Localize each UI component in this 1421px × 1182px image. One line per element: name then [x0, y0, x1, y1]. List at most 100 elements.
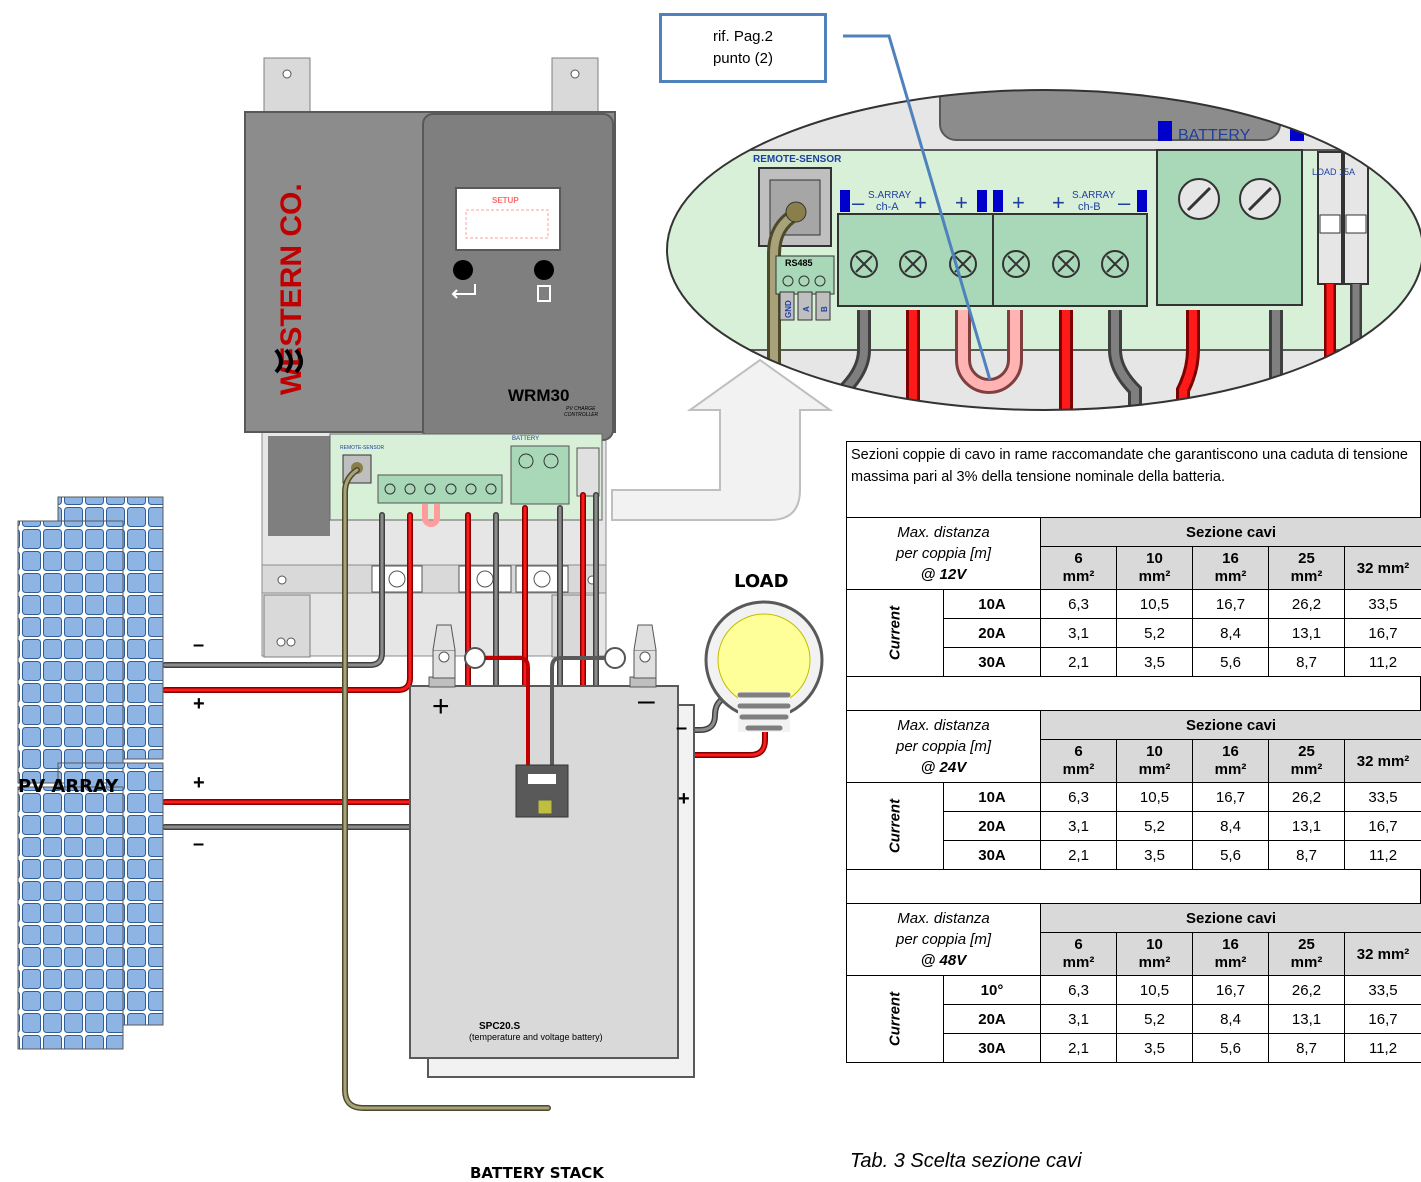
callout-line1: rif. Pag.2: [713, 26, 773, 48]
block-spacer: [846, 870, 1421, 903]
spc-label: SPC20.S: [479, 1021, 520, 1032]
spc-sub-label: (temperature and voltage battery): [469, 1032, 603, 1042]
current-label: Current: [887, 606, 904, 660]
load-label: LOAD: [734, 571, 789, 592]
size-value: 6: [1041, 936, 1116, 954]
current-value: 20A: [944, 812, 1041, 841]
size-unit: mm²: [1193, 761, 1268, 779]
size-unit: mm²: [1269, 761, 1344, 779]
load-minus-sign: –: [676, 717, 687, 740]
size-unit: mm²: [1041, 568, 1116, 586]
ch-a-plus: +: [914, 190, 927, 215]
distance-cell: 16,7: [1345, 619, 1421, 648]
s-array-a: S.ARRAY: [868, 190, 911, 201]
ch-b-plus-2: +: [1052, 190, 1065, 215]
size-unit: mm²: [1269, 954, 1344, 972]
distance-cell: 8,4: [1193, 1005, 1269, 1034]
battery-stack-label: BATTERY STACK: [470, 1164, 604, 1182]
distance-cell: 16,7: [1193, 783, 1269, 812]
enter-button[interactable]: [453, 260, 473, 280]
size-value: 6: [1041, 550, 1116, 568]
rs485-label: RS485: [785, 258, 813, 268]
distance-cell: 26,2: [1269, 590, 1345, 619]
size-unit: mm²: [1117, 568, 1192, 586]
distance-cell: 16,7: [1345, 1005, 1421, 1034]
current-value: 10A: [944, 590, 1041, 619]
size-value: 16: [1193, 936, 1268, 954]
distance-cell: 13,1: [1269, 1005, 1345, 1034]
load-lamp: [706, 602, 822, 732]
ch-b-minus: –: [1118, 190, 1131, 215]
cable-section-table: Sezioni coppie di cavo in rame raccomand…: [846, 441, 1421, 1063]
pv1-plus-sign: +: [193, 693, 205, 716]
section-header: Sezione cavi: [1041, 904, 1421, 933]
distance-cell: 3,1: [1041, 619, 1117, 648]
table-note: Sezioni coppie di cavo in rame raccomand…: [846, 441, 1421, 517]
size-header-last: 32 mm²: [1345, 547, 1421, 590]
distance-cell: 2,1: [1041, 648, 1117, 677]
size-value: 16: [1193, 550, 1268, 568]
pv2-minus-sign: –: [193, 833, 204, 856]
load-plus-sign: +: [678, 788, 690, 811]
block-spacer: [846, 677, 1421, 710]
current-label: Current: [887, 992, 904, 1046]
distance-cell: 8,4: [1193, 812, 1269, 841]
size-header-last: 32 mm²: [1345, 933, 1421, 976]
current-value: 30A: [944, 841, 1041, 870]
size-unit: mm²: [1117, 954, 1192, 972]
distance-cell: 5,6: [1193, 648, 1269, 677]
battery-label: BATTERY: [1178, 127, 1251, 144]
size-value: 10: [1117, 936, 1192, 954]
current-row-header: Current: [847, 783, 944, 870]
size-unit: mm²: [1193, 568, 1268, 586]
distance-cell: 2,1: [1041, 841, 1117, 870]
distance-cell: 10,5: [1117, 976, 1193, 1005]
distance-cell: 10,5: [1117, 783, 1193, 812]
section-header: Sezione cavi: [1041, 518, 1421, 547]
distance-cell: 11,2: [1345, 1034, 1421, 1063]
distance-cell: 10,5: [1117, 590, 1193, 619]
size-unit: mm²: [1117, 761, 1192, 779]
remote-sensor-label: REMOTE-SENSOR: [753, 154, 842, 165]
distance-cell: 6,3: [1041, 976, 1117, 1005]
distance-cell: 33,5: [1345, 590, 1421, 619]
current-value: 20A: [944, 1005, 1041, 1034]
size-header-last: 32 mm²: [1345, 740, 1421, 783]
load-15a-label: LOAD 15A: [1312, 167, 1355, 177]
distance-cell: 8,4: [1193, 619, 1269, 648]
section-header: Sezione cavi: [1041, 711, 1421, 740]
pv-array-bottom: [18, 763, 163, 1049]
size-value: 10: [1117, 743, 1192, 761]
distance-cell: 5,2: [1117, 1005, 1193, 1034]
distance-cell: 5,6: [1193, 841, 1269, 870]
size-value: 16: [1193, 743, 1268, 761]
distance-cell: 13,1: [1269, 812, 1345, 841]
model-sub2: CONTROLLER: [564, 412, 599, 418]
distance-cell: 3,1: [1041, 812, 1117, 841]
distance-cell: 11,2: [1345, 648, 1421, 677]
distance-cell: 8,7: [1269, 648, 1345, 677]
ch-a-minus: –: [852, 190, 865, 215]
distance-cell: 26,2: [1269, 783, 1345, 812]
current-row-header: Current: [847, 590, 944, 677]
distance-cell: 11,2: [1345, 841, 1421, 870]
distance-cell: 16,7: [1193, 976, 1269, 1005]
ch-a-plus-2: +: [955, 190, 968, 215]
s-array-b: S.ARRAY: [1072, 190, 1115, 201]
current-row-header: Current: [847, 976, 944, 1063]
model-label: WRM30: [508, 386, 569, 405]
menu-button[interactable]: [534, 260, 554, 280]
size-unit: mm²: [1193, 954, 1268, 972]
